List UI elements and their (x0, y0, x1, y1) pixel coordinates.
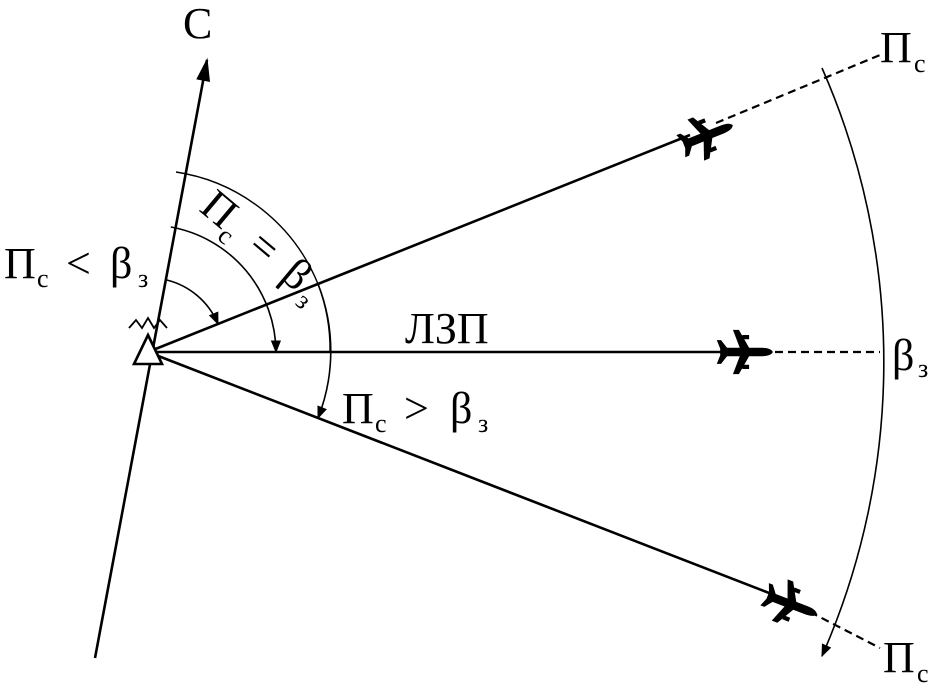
greater-relation-label: П с > β з (342, 384, 488, 438)
equal-relation-label: П с = β з (192, 180, 322, 315)
svg-text:П: П (883, 633, 915, 682)
bearing-label: β з (892, 331, 928, 383)
svg-text:<: < (66, 239, 91, 288)
svg-text:П: П (342, 384, 374, 433)
airplane-icon (756, 573, 825, 635)
upper-dashed-extension (715, 53, 881, 125)
svg-text:β: β (892, 331, 914, 380)
right-sweep-arc (821, 67, 885, 658)
svg-text:з: з (478, 409, 488, 438)
angle-arc-equal-link (317, 283, 331, 353)
track-line-label: ЛЗП (405, 304, 489, 353)
svg-text:П: П (4, 239, 36, 288)
svg-text:β: β (450, 384, 472, 433)
upper-end-label: П с (880, 23, 926, 78)
svg-text:β: β (110, 239, 132, 288)
lower-end-label: П с (883, 633, 929, 688)
lower-dashed-extension (809, 611, 881, 649)
angle-arc-equal-outer (175, 171, 319, 285)
airplane-icon (672, 104, 742, 167)
svg-text:з: з (138, 264, 148, 293)
angle-arc-equal (170, 226, 282, 354)
svg-text:П: П (880, 23, 912, 72)
svg-text:с: с (375, 409, 387, 438)
svg-text:>: > (404, 384, 429, 433)
svg-text:с: с (914, 49, 926, 78)
upper-track-line (147, 133, 691, 354)
airplane-icon (716, 329, 773, 375)
angle-arc-less (166, 279, 219, 326)
radiation-icon (128, 316, 168, 330)
less-relation-label: П с < β з (4, 239, 148, 293)
svg-text:с: с (917, 659, 929, 688)
svg-text:с: с (37, 264, 49, 293)
north-label: С (183, 0, 212, 48)
lower-track-line (147, 350, 783, 600)
svg-text:П: П (192, 180, 248, 238)
svg-text:з: з (918, 354, 928, 383)
triangle-station-icon (131, 332, 165, 366)
